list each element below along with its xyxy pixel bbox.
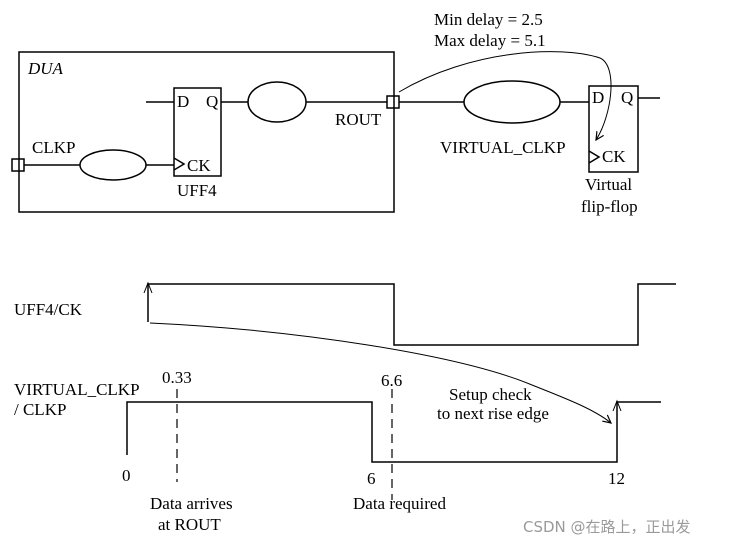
virtual-clk-signal-label-2: / CLKP [14,400,66,419]
watermark: CSDN @在路上，正出发 [523,518,691,536]
setup-check-arrow [149,322,611,423]
uff4-q: Q [206,92,218,111]
uff4-clock-triangle [173,157,186,171]
max-delay: Max delay = 5.1 [434,31,546,50]
dua-label: DUA [27,59,64,78]
virtual-ff-ck: CK [602,147,626,166]
clock-buffer [79,149,147,181]
setup-label-1: Setup check [449,385,532,404]
arrival-label-2: at ROUT [158,515,221,534]
external-delay [463,80,561,124]
uff4-ck: CK [187,156,211,175]
delay-arrow [398,51,612,140]
required-label: Data required [353,494,446,513]
rout-port [386,95,400,109]
clkp-port [11,158,25,172]
min-delay: Min delay = 2.5 [434,10,543,29]
clkp-label: CLKP [32,138,75,157]
uff4-box [173,87,222,177]
uff4-ck-waveform [147,283,676,346]
virtual-ff-box [588,85,639,173]
virtual-ff-clock-triangle [588,150,601,164]
uff4-name: UFF4 [177,181,217,200]
rout-label: ROUT [335,110,382,129]
virtual-clk-signal-label-1: VIRTUAL_CLKP [14,380,140,399]
uff4-rise-arrow [143,281,153,294]
arrival-label-1: Data arrives [150,494,233,513]
uff4-ck-signal-label: UFF4/CK [14,300,83,319]
virtual-ff-name-1: Virtual [585,175,632,194]
virtual-ff-q: Q [621,88,633,107]
time-6: 6 [367,469,376,488]
virtual-clk-rise-arrow [612,399,622,412]
time-0: 0 [122,466,131,485]
arrival-time: 0.33 [162,368,192,387]
dua-box [18,51,395,213]
virtual-ff-d: D [592,88,604,107]
virtual-clk-waveform [126,401,661,463]
time-12: 12 [608,469,625,488]
virtual-clock-label: VIRTUAL_CLKP [440,138,566,157]
required-time: 6.6 [381,371,402,390]
internal-logic [247,81,307,123]
virtual-ff-name-2: flip-flop [581,197,638,216]
setup-label-2: to next rise edge [437,404,549,423]
uff4-d: D [177,92,189,111]
